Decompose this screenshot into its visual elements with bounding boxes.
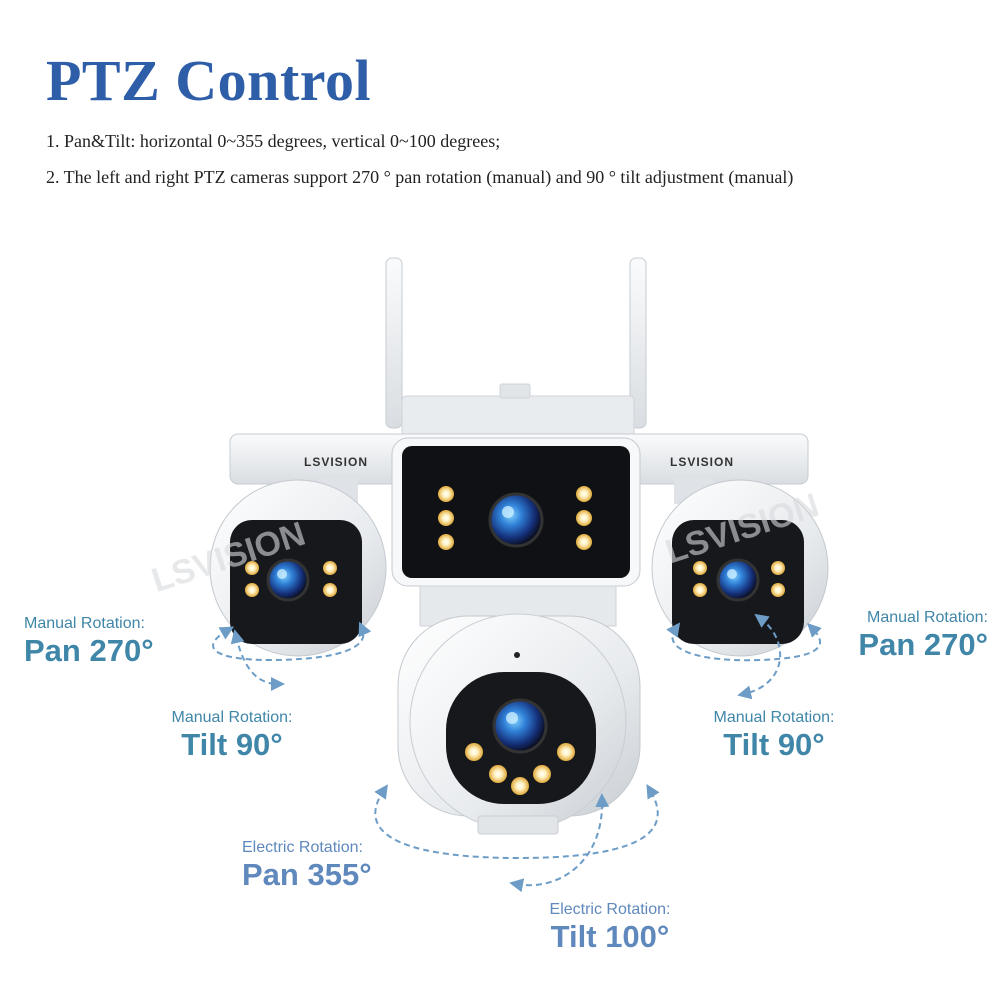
label-left-tilt: Manual Rotation: Tilt 90°	[152, 709, 312, 762]
left-tilt-arrow	[230, 629, 285, 691]
label-left-pan-value: Pan 270°	[24, 632, 154, 668]
label-right-pan: Manual Rotation: Pan 270°	[800, 609, 988, 662]
center-ptz-camera	[397, 585, 641, 835]
label-left-tilt-caption: Manual Rotation:	[171, 709, 293, 726]
label-center-pan-caption: Electric Rotation:	[242, 839, 363, 856]
label-right-tilt: Manual Rotation: Tilt 90°	[694, 709, 854, 762]
spec-pan-tilt: 1. Pan&Tilt: horizontal 0~355 degrees, v…	[46, 131, 501, 151]
brand-logo-right: LSVISION	[670, 455, 734, 469]
label-right-tilt-caption: Manual Rotation:	[713, 709, 835, 726]
label-center-tilt-caption: Electric Rotation:	[549, 901, 671, 918]
antenna-left	[385, 257, 403, 429]
rotation-arrows	[212, 613, 822, 893]
label-right-pan-caption: Manual Rotation:	[867, 609, 988, 626]
label-left-tilt-value: Tilt 90°	[181, 726, 283, 762]
brand-logo-left: LSVISION	[304, 455, 368, 469]
center-fixed-camera	[391, 437, 641, 587]
center-tilt-arrow	[509, 793, 610, 893]
right-tilt-arrow	[737, 613, 782, 700]
antenna-right	[629, 257, 647, 429]
right-ptz-camera	[651, 478, 829, 657]
label-left-pan: Manual Rotation: Pan 270°	[24, 615, 154, 668]
page-title: PTZ Control	[46, 48, 372, 113]
label-center-pan: Electric Rotation: Pan 355°	[242, 839, 372, 892]
mount-bracket	[401, 395, 635, 439]
label-right-pan-value: Pan 270°	[858, 626, 988, 662]
label-center-pan-value: Pan 355°	[242, 856, 372, 892]
label-center-tilt: Electric Rotation: Tilt 100°	[520, 901, 700, 954]
left-ptz-camera	[209, 478, 387, 657]
label-center-tilt-value: Tilt 100°	[550, 918, 670, 954]
label-right-tilt-value: Tilt 90°	[723, 726, 825, 762]
spec-side-cameras: 2. The left and right PTZ cameras suppor…	[46, 167, 794, 187]
label-left-pan-caption: Manual Rotation:	[24, 615, 145, 632]
